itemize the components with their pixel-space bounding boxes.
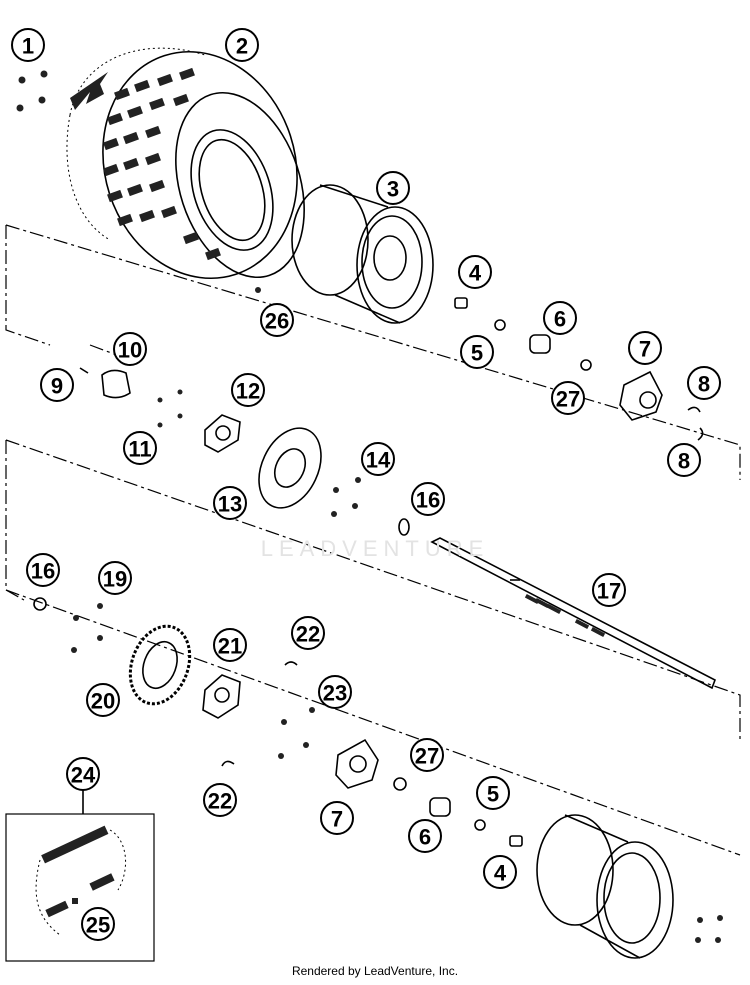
brake-rotor-parts	[157, 389, 410, 536]
svg-text:9: 9	[51, 374, 63, 399]
callout-9: 9	[40, 368, 74, 402]
callout-22-top: 22	[291, 616, 325, 650]
footer-credit: Rendered by LeadVenture, Inc.	[291, 964, 459, 978]
watermark-text: LEADVENTURE	[260, 536, 490, 561]
lug-nuts-part	[16, 70, 48, 112]
svg-text:6: 6	[554, 307, 566, 332]
callout-14: 14	[361, 442, 395, 476]
tire-part	[66, 47, 305, 280]
callout-16-right: 16	[411, 482, 445, 516]
svg-text:6: 6	[419, 825, 431, 850]
svg-text:12: 12	[236, 379, 260, 404]
callout-8-top: 8	[687, 366, 721, 400]
callout-24: 24	[66, 757, 100, 791]
svg-text:7: 7	[639, 337, 651, 362]
svg-text:22: 22	[296, 622, 320, 647]
callout-27-top: 27	[551, 381, 585, 415]
svg-text:1: 1	[22, 34, 34, 59]
callout-20: 20	[86, 683, 120, 717]
svg-text:19: 19	[103, 567, 127, 592]
callout-26: 26	[260, 303, 294, 337]
callout-3: 3	[376, 171, 410, 205]
axle-part	[430, 537, 716, 690]
callout-17: 17	[592, 573, 626, 607]
callout-5-bottom: 5	[476, 776, 510, 810]
callout-2: 2	[225, 28, 259, 62]
callout-27-bottom: 27	[410, 738, 444, 772]
chain-kit-box	[5, 790, 155, 962]
svg-text:11: 11	[128, 437, 151, 462]
wheel-rim-bottom-part	[536, 814, 723, 959]
svg-text:8: 8	[678, 449, 690, 474]
svg-text:16: 16	[31, 559, 55, 584]
svg-text:4: 4	[469, 261, 482, 286]
callout-21: 21	[213, 628, 247, 662]
svg-text:2: 2	[236, 34, 248, 59]
svg-text:24: 24	[71, 763, 96, 788]
callout-6-bottom: 6	[408, 819, 442, 853]
callout-19: 19	[98, 561, 132, 595]
callout-1: 1	[11, 28, 45, 62]
callout-22-bottom: 22	[203, 783, 237, 817]
valve-part	[255, 287, 261, 293]
callout-10: 10	[113, 332, 147, 366]
svg-text:13: 13	[218, 492, 242, 517]
svg-text:25: 25	[86, 913, 110, 938]
svg-text:27: 27	[556, 387, 580, 412]
svg-text:21: 21	[218, 634, 242, 659]
callout-7-bottom: 7	[320, 801, 354, 835]
svg-text:16: 16	[416, 488, 440, 513]
callout-25: 25	[81, 907, 115, 941]
callout-11: 11	[123, 431, 157, 465]
svg-text:26: 26	[265, 309, 289, 334]
svg-text:23: 23	[323, 681, 347, 706]
svg-text:22: 22	[208, 789, 232, 814]
callout-12: 12	[231, 373, 265, 407]
svg-text:14: 14	[366, 448, 391, 473]
sprocket-parts	[33, 597, 315, 767]
svg-text:3: 3	[387, 177, 399, 202]
callout-23: 23	[318, 675, 352, 709]
svg-text:5: 5	[471, 341, 483, 366]
svg-text:10: 10	[118, 338, 142, 363]
svg-text:4: 4	[494, 861, 507, 886]
callout-7: 7	[628, 331, 662, 365]
svg-text:17: 17	[597, 579, 621, 604]
callout-13: 13	[213, 486, 247, 520]
callout-8-bottom: 8	[667, 443, 701, 477]
callout-4: 4	[458, 255, 492, 289]
callout-6: 6	[543, 301, 577, 335]
wheel-rim-part	[291, 184, 434, 324]
svg-text:8: 8	[698, 372, 710, 397]
callout-16-left: 16	[26, 553, 60, 587]
svg-text:20: 20	[91, 689, 115, 714]
callout-5: 5	[460, 335, 494, 369]
svg-text:27: 27	[415, 744, 439, 769]
svg-text:5: 5	[487, 782, 499, 807]
hardware-parts-bottom	[335, 738, 523, 847]
hardware-parts-top	[79, 297, 704, 441]
callout-4-bottom: 4	[483, 855, 517, 889]
svg-text:7: 7	[331, 807, 343, 832]
